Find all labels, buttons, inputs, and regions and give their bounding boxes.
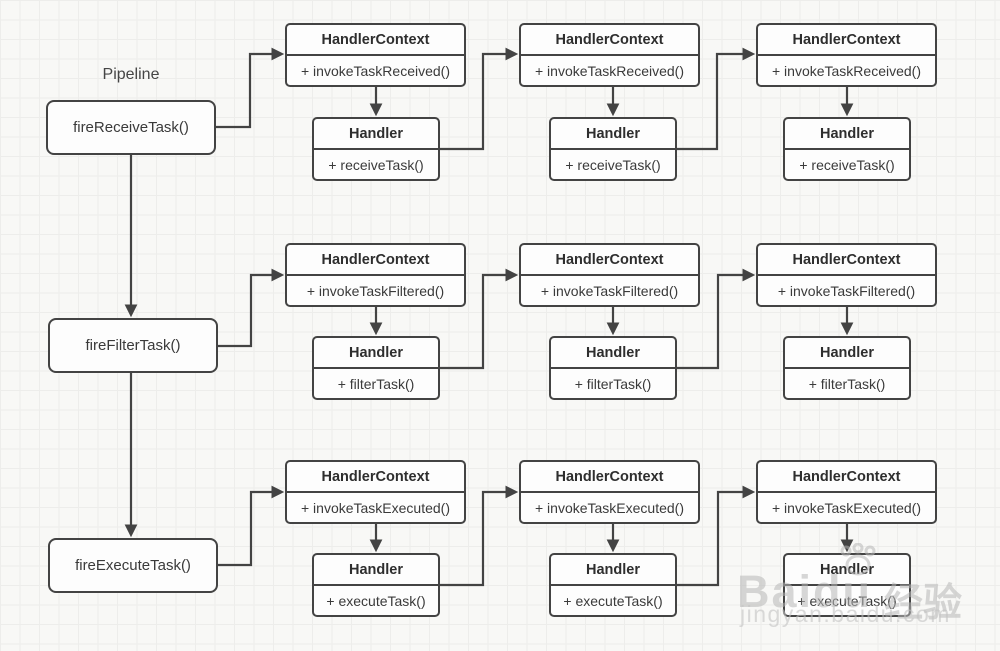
- handler-method: + receiveTask(): [799, 156, 895, 173]
- connector-handler-r1c2-to-context-r1c3: [677, 47, 756, 151]
- handler-context-title: HandlerContext: [521, 25, 698, 56]
- handler-context-box-r2c3: HandlerContext + invokeTaskFiltered(): [756, 243, 937, 307]
- handler-context-box-r2c1: HandlerContext + invokeTaskFiltered(): [285, 243, 466, 307]
- handler-box-r1c3: Handler + receiveTask(): [783, 117, 911, 181]
- connector-fireExecuteTask-to-context-1: [217, 485, 285, 567]
- handler-title: Handler: [314, 338, 438, 369]
- handler-context-title: HandlerContext: [758, 25, 935, 56]
- handler-context-title: HandlerContext: [758, 245, 935, 276]
- handler-method: + filterTask(): [574, 375, 652, 392]
- connector-handler-r2c1-to-context-r2c2: [440, 268, 519, 370]
- handler-box-r3c2: Handler + executeTask(): [549, 553, 677, 617]
- handler-title: Handler: [785, 555, 909, 586]
- handler-context-box-r1c1: HandlerContext + invokeTaskReceived(): [285, 23, 466, 87]
- handler-title: Handler: [314, 555, 438, 586]
- handler-box-r3c3: Handler + executeTask(): [783, 553, 911, 617]
- connector-handler-r1c1-to-context-r1c2: [440, 47, 519, 151]
- connector-handler-r3c2-to-context-r3c3: [677, 485, 756, 587]
- fire-filter-task-label: fireFilterTask(): [85, 337, 181, 354]
- handler-context-box-r3c2: HandlerContext + invokeTaskExecuted(): [519, 460, 700, 524]
- fire-receive-task-box: fireReceiveTask(): [46, 100, 216, 155]
- handler-context-method: + invokeTaskExecuted(): [771, 499, 922, 516]
- handler-context-method: + invokeTaskFiltered(): [540, 282, 679, 299]
- handler-title: Handler: [551, 555, 675, 586]
- handler-method: + filterTask(): [337, 375, 415, 392]
- handler-context-title: HandlerContext: [287, 245, 464, 276]
- handler-context-method: + invokeTaskFiltered(): [306, 282, 445, 299]
- handler-context-title: HandlerContext: [758, 462, 935, 493]
- handler-method: + receiveTask(): [565, 156, 661, 173]
- fire-filter-task-box: fireFilterTask(): [48, 318, 218, 373]
- handler-method: + executeTask(): [326, 592, 426, 609]
- handler-title: Handler: [785, 338, 909, 369]
- handler-context-method: + invokeTaskReceived(): [534, 62, 684, 79]
- handler-context-method: + invokeTaskReceived(): [771, 62, 921, 79]
- handler-context-box-r2c2: HandlerContext + invokeTaskFiltered(): [519, 243, 700, 307]
- connector-fireReceiveTask-to-context-1: [216, 47, 285, 129]
- handler-title: Handler: [314, 119, 438, 150]
- handler-context-title: HandlerContext: [287, 25, 464, 56]
- connector-fireFilterTask-to-context-1: [217, 268, 285, 348]
- connector-handler-r3c1-to-context-r3c2: [440, 485, 519, 587]
- fire-execute-task-label: fireExecuteTask(): [75, 557, 191, 574]
- handler-box-r3c1: Handler + executeTask(): [312, 553, 440, 617]
- handler-context-box-r3c3: HandlerContext + invokeTaskExecuted(): [756, 460, 937, 524]
- handler-title: Handler: [551, 338, 675, 369]
- handler-box-r2c2: Handler + filterTask(): [549, 336, 677, 400]
- handler-box-r2c3: Handler + filterTask(): [783, 336, 911, 400]
- fire-receive-task-label: fireReceiveTask(): [73, 119, 189, 136]
- handler-method: + executeTask(): [563, 592, 663, 609]
- connector-handler-r2c2-to-context-r2c3: [677, 268, 756, 370]
- handler-title: Handler: [551, 119, 675, 150]
- handler-context-box-r1c2: HandlerContext + invokeTaskReceived(): [519, 23, 700, 87]
- handler-method: + filterTask(): [808, 375, 886, 392]
- handler-context-box-r3c1: HandlerContext + invokeTaskExecuted(): [285, 460, 466, 524]
- handler-title: Handler: [785, 119, 909, 150]
- handler-box-r1c2: Handler + receiveTask(): [549, 117, 677, 181]
- pipeline-label: Pipeline: [102, 66, 160, 83]
- handler-context-method: + invokeTaskExecuted(): [300, 499, 451, 516]
- handler-context-method: + invokeTaskFiltered(): [777, 282, 916, 299]
- handler-context-title: HandlerContext: [521, 462, 698, 493]
- handler-context-box-r1c3: HandlerContext + invokeTaskReceived(): [756, 23, 937, 87]
- handler-context-title: HandlerContext: [521, 245, 698, 276]
- handler-context-method: + invokeTaskReceived(): [300, 62, 450, 79]
- handler-method: + receiveTask(): [328, 156, 424, 173]
- handler-box-r1c1: Handler + receiveTask(): [312, 117, 440, 181]
- handler-method: + executeTask(): [797, 592, 897, 609]
- fire-execute-task-box: fireExecuteTask(): [48, 538, 218, 593]
- handler-box-r2c1: Handler + filterTask(): [312, 336, 440, 400]
- handler-context-title: HandlerContext: [287, 462, 464, 493]
- handler-context-method: + invokeTaskExecuted(): [534, 499, 685, 516]
